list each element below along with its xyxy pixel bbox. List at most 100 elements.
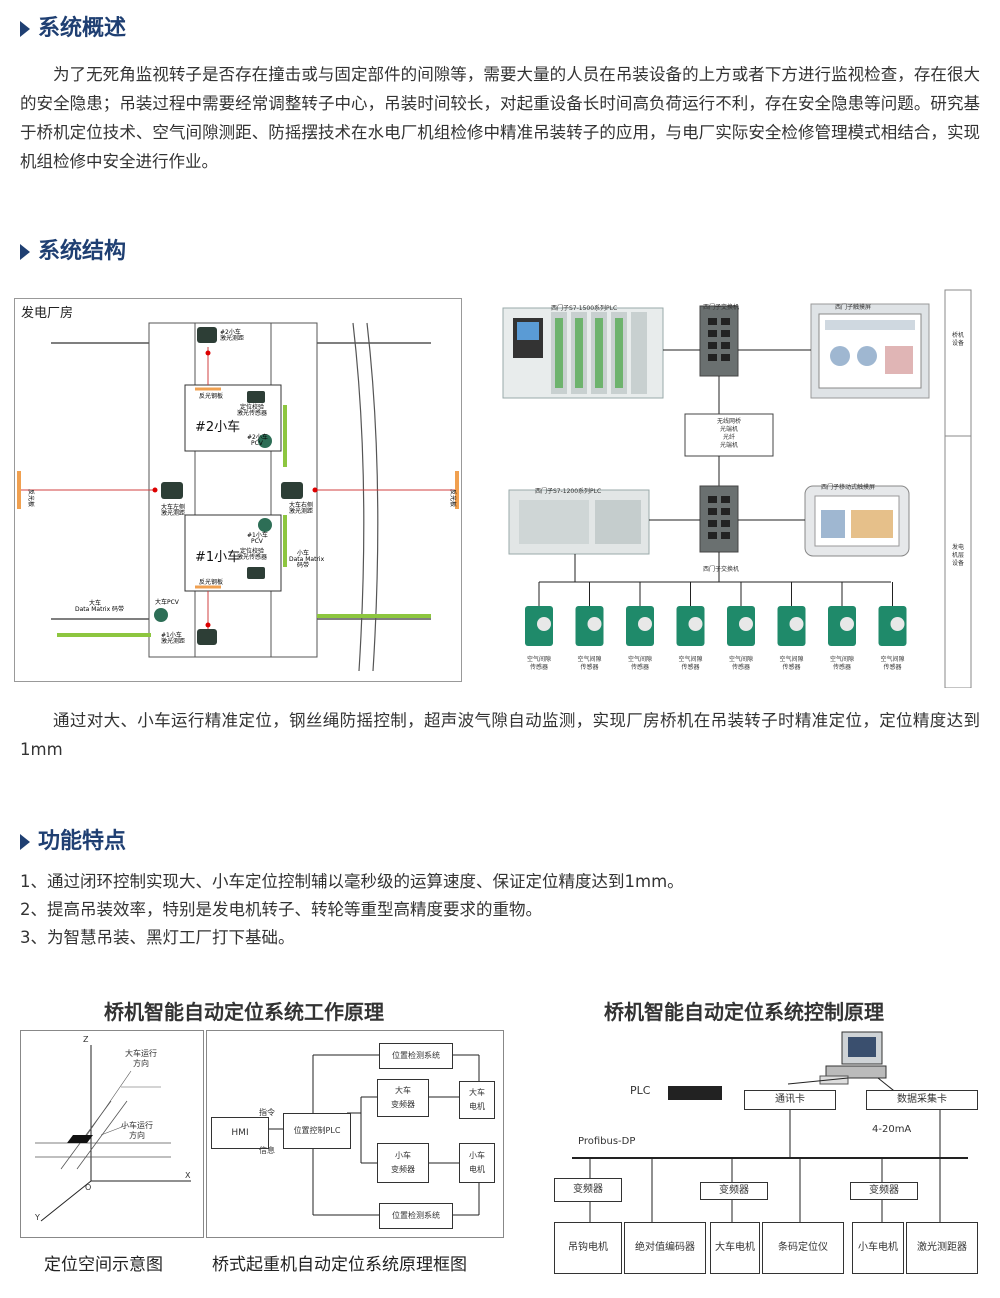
control-principle-title: 桥机智能自动定位系统控制原理 <box>604 1000 884 1024</box>
sensor-label: 空气间隙 传感器 <box>627 656 652 671</box>
svg-text:Data Matrix: Data Matrix <box>289 556 325 563</box>
pos-detect-top-box: 位置检测系统 <box>379 1043 453 1069</box>
side-label-bottom: 发电机层设备 <box>952 544 965 567</box>
svg-text:#2小车: #2小车 <box>220 328 241 336</box>
svg-text:激光传感器: 激光传感器 <box>237 553 267 561</box>
sensor-label: 空气间隙 传感器 <box>829 656 854 671</box>
block-diagram: HMI 指令 信息 位置控制PLC 位置检测系统 大车 变频器 大车 电机 小车… <box>206 1030 504 1238</box>
space-svg <box>35 1045 191 1222</box>
svg-text:#1小车: #1小车 <box>161 631 182 639</box>
overview-paragraph: 为了无死角监视转子是否存在撞击或与固定部件的间隙等，需要大量的人员在吊装设备的上… <box>20 65 980 171</box>
big-motor-box: 大车 电机 <box>459 1081 495 1119</box>
room-label: 发电厂房 <box>21 306 74 321</box>
svg-text:PCV: PCV <box>251 538 264 545</box>
section-arrow-icon <box>20 21 30 37</box>
sensor-label: 空气间隙 传感器 <box>779 656 804 671</box>
svg-text:激光测距: 激光测距 <box>289 507 313 515</box>
feature-item: 2、提高吊装效率，特别是发电机转子、转轮等重型高精度要求的重物。 <box>20 900 542 919</box>
section-arrow-icon <box>20 244 30 260</box>
sensor-face <box>789 617 804 631</box>
switch-bottom-text: 西门子交换机 <box>703 566 740 573</box>
layout-svg: #2小车 激光测距 反光钢板 定位校验 激光传感器 #2小车 PCV #1小车 … <box>17 322 459 672</box>
small-motor-box: 小车 电机 <box>459 1143 495 1183</box>
section-title-features: 功能特点 <box>20 827 126 857</box>
origin: O <box>85 1183 92 1192</box>
svg-text:激光传感器: 激光传感器 <box>237 409 267 417</box>
plc-label: PLC <box>630 1084 651 1097</box>
inv-box-3: 变频器 <box>850 1182 918 1200</box>
svg-text:大车左侧: 大车左侧 <box>161 503 185 511</box>
svg-text:大车PCV: 大车PCV <box>155 598 180 606</box>
sensor-face <box>587 617 602 631</box>
small-dir-label: 小车运行 方向 <box>121 1121 153 1140</box>
sensor-label: 空气间隙 传感器 <box>880 656 905 671</box>
section-arrow-icon <box>20 834 30 850</box>
sensor-face <box>840 617 854 631</box>
network-svg <box>502 289 972 688</box>
section-title-text: 系统概述 <box>38 16 127 41</box>
sensor-face <box>638 617 652 631</box>
sensor-face <box>890 617 905 631</box>
section-title-text: 系统结构 <box>38 239 127 264</box>
sensor-label: 空气间隙 传感器 <box>577 656 602 671</box>
wireless-label: 无线网桥 光端机 光纤 光端机 <box>716 418 741 449</box>
svg-text:#1小车: #1小车 <box>247 531 268 539</box>
svg-text:定位校验: 定位校验 <box>240 403 264 411</box>
svg-text:PCV: PCV <box>251 440 264 447</box>
work-principle-title: 桥机智能自动定位系统工作原理 <box>104 1000 384 1024</box>
svg-text:反光板: 反光板 <box>27 489 35 507</box>
svg-text:码带: 码带 <box>297 561 309 569</box>
svg-text:Data Matrix 码带: Data Matrix 码带 <box>75 605 124 613</box>
sensor-face <box>537 617 551 631</box>
caption-block: 桥式起重机自动定位系统原理框图 <box>212 1255 467 1275</box>
bottom-box: 大车电机 <box>710 1222 760 1274</box>
axis-x: X <box>185 1171 191 1180</box>
profibus-label: Profibus-DP <box>578 1136 636 1147</box>
bottom-box: 小车电机 <box>852 1222 904 1274</box>
control-diagram: PLC 通讯卡 数据采集卡 Profibus-DP 4-20mA 变频器 变频器… <box>548 1026 988 1282</box>
inv-box-2: 变频器 <box>700 1182 768 1200</box>
section-title-text: 功能特点 <box>38 829 127 854</box>
bottom-box: 吊钩电机 <box>554 1222 622 1274</box>
switch-bottom-label: 西门子交换机 <box>703 556 739 575</box>
hmi-mobile-text: 西门子移动式触摸屏 <box>821 484 876 491</box>
big-inv-box: 大车 变频器 <box>377 1079 429 1117</box>
switch-top-text: 西门子交换机 <box>703 304 740 311</box>
bottom-box: 激光测距器 <box>906 1222 978 1274</box>
sensor-label: 空气间隙 传感器 <box>678 656 703 671</box>
small-inv-box: 小车 变频器 <box>377 1143 429 1183</box>
svg-text:大车: 大车 <box>89 599 101 607</box>
structure-paragraph: 通过对大、小车运行精准定位，钢丝绳防摇控制，超声波气隙自动监测，实现厂房桥机在吊… <box>20 711 980 759</box>
hmi-mobile-label: 西门子移动式触摸屏 <box>821 474 875 493</box>
svg-text:激光测距: 激光测距 <box>161 509 185 517</box>
plc1200-text: 西门子S7-1200系列PLC <box>535 488 602 495</box>
svg-text:反光钢板: 反光钢板 <box>199 578 223 586</box>
svg-text:大车右侧: 大车右侧 <box>289 501 313 509</box>
hmi-top-text: 西门子触摸屏 <box>835 304 872 311</box>
big-dir-label: 大车运行 方向 <box>125 1049 157 1068</box>
block-svg <box>267 1054 480 1216</box>
svg-text:激光测距: 激光测距 <box>220 334 244 342</box>
svg-text:激光测距: 激光测距 <box>161 637 185 645</box>
axis-y: Y <box>35 1213 40 1222</box>
bottom-box: 绝对值编码器 <box>624 1222 706 1274</box>
sensor-label: 空气间隙 传感器 <box>526 656 551 671</box>
side-label-top: 桥机设备 <box>952 332 965 347</box>
hmi-top-label: 西门子触摸屏 <box>835 294 871 313</box>
switch-top-label: 西门子交换机 <box>703 294 739 313</box>
axis-z: Z <box>83 1035 89 1044</box>
section-title-structure: 系统结构 <box>20 237 126 267</box>
svg-text:#2小车: #2小车 <box>247 433 268 441</box>
inv-box-1: 变频器 <box>554 1178 622 1202</box>
svg-text:反光钢板: 反光钢板 <box>199 392 223 400</box>
sensor-face <box>739 617 753 631</box>
svg-text:反光板: 反光板 <box>449 489 457 507</box>
feature-item: 3、为智慧吊装、黑灯工厂打下基础。 <box>20 928 295 947</box>
plant-layout-diagram: 发电厂房 <box>14 298 462 682</box>
cmd-label: 指令 <box>259 1108 275 1117</box>
network-diagram: 西门子S7-1500系列PLC 西门子交换机 西门子触摸屏 无线网桥 光端机 光… <box>495 288 975 688</box>
plc1500-label: 西门子S7-1500系列PLC <box>551 295 617 314</box>
caption-space: 定位空间示意图 <box>44 1255 163 1275</box>
sensor-face <box>688 617 703 631</box>
plc1200-label: 西门子S7-1200系列PLC <box>535 478 601 497</box>
